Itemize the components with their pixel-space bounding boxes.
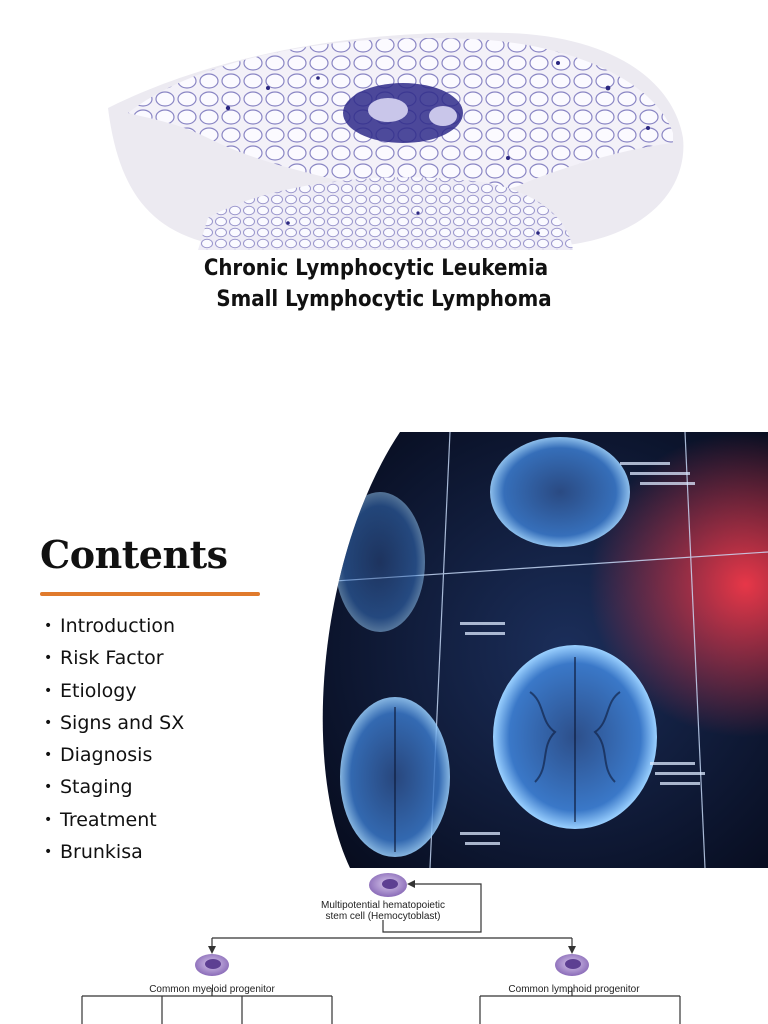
contents-item: •Risk Factor — [44, 647, 164, 670]
contents-item: •Brunkisa — [44, 841, 143, 864]
title-line-1: Chronic Lymphocytic Leukemia — [203, 256, 549, 281]
hematopoiesis-diagram-slide: Multipotential hematopoietic stem cell (… — [0, 868, 768, 1024]
contents-item: •Introduction — [44, 615, 176, 637]
hematopoiesis-diagram — [81, 873, 681, 1024]
contents-slide: Contents •Introduction •Risk Factor •Eti… — [0, 432, 768, 868]
myeloid-progenitor-label: Common myeloid progenitor — [149, 984, 275, 995]
contents-item: •Treatment — [44, 808, 157, 831]
heading-underline — [40, 592, 260, 596]
contents-heading: Contents — [40, 532, 228, 577]
title-slide: Chronic Lymphocytic Leukemia Small Lymph… — [0, 0, 768, 420]
lymphoid-progenitor-label: Common lymphoid progenitor — [508, 984, 640, 995]
contents-item: •Etiology — [44, 679, 137, 702]
contents-item: •Staging — [44, 776, 133, 799]
contents-item: •Diagnosis — [44, 744, 153, 767]
stem-cell-label: Multipotential hematopoietic stem cell (… — [321, 900, 445, 922]
brain-mri-image — [322, 432, 768, 868]
title-line-2: Small Lymphocytic Lymphoma — [216, 287, 552, 312]
contents-list: •Introduction •Risk Factor •Etiology •Si… — [44, 610, 184, 868]
contents-item: •Signs and SX — [44, 711, 185, 734]
tissue-micrograph-image — [108, 32, 684, 250]
